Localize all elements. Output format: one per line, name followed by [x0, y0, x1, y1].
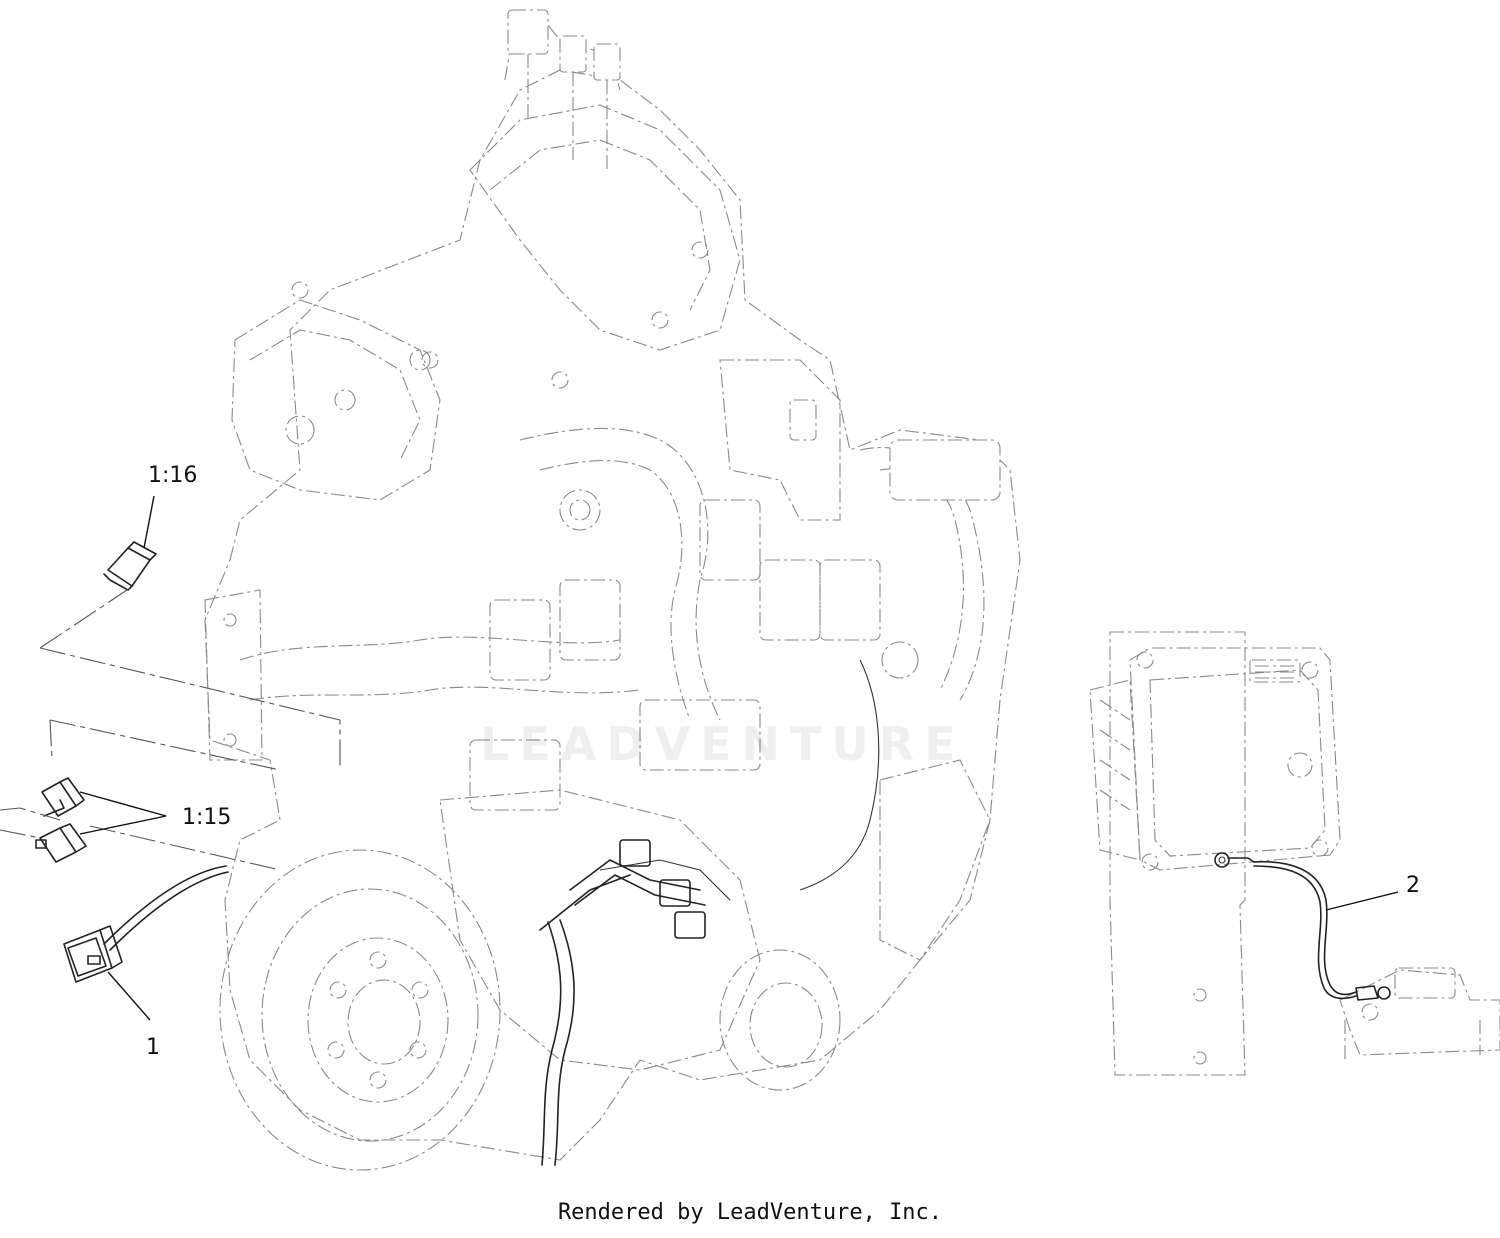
connector-item-1: [63, 925, 123, 983]
connector-item-1-15: [35, 777, 87, 863]
leader-lines: [79, 495, 1399, 1021]
wire-harness: [103, 659, 880, 1166]
ground-cable-item-2: [1214, 852, 1391, 1001]
watermark: LEADVENTURE: [480, 717, 966, 771]
callout-1: 1: [146, 1035, 160, 1060]
connector-item-1-16: [103, 541, 157, 591]
leader-1-16: [143, 495, 155, 549]
leader-1-15-a: [79, 791, 167, 817]
callout-2: 2: [1406, 873, 1420, 898]
ecu-module-assembly: [1089, 631, 1500, 1076]
render-credit: Rendered by LeadVenture, Inc.: [557, 1200, 943, 1225]
engine-assembly: [204, 9, 1021, 1171]
leader-1: [107, 971, 151, 1021]
assembly-guide-lines: [0, 587, 341, 871]
callout-1-15: 1:15: [182, 805, 231, 830]
leader-1-15-b: [79, 815, 167, 835]
leader-2: [1325, 891, 1399, 911]
callout-1-16: 1:16: [148, 463, 197, 488]
